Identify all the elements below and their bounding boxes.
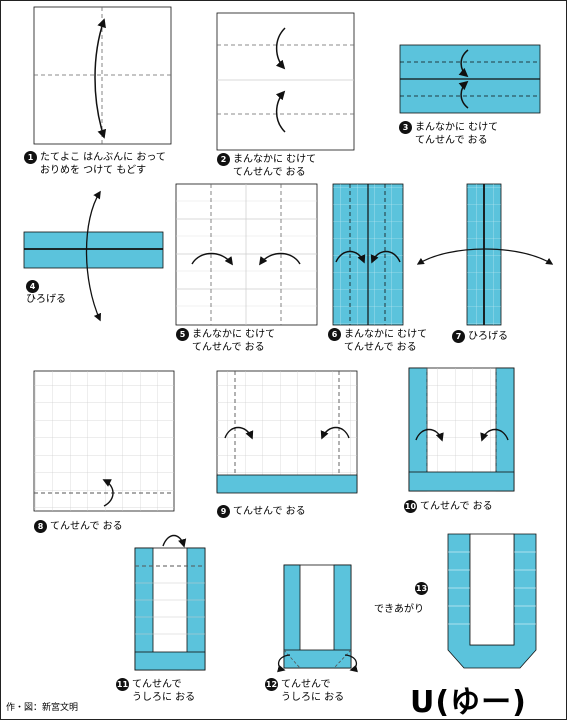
step-6-line-1: まんなかに むけて [344, 329, 428, 340]
step-3-line-1: まんなかに むけて [415, 122, 499, 133]
step-5-line-1: まんなかに むけて [192, 329, 276, 340]
step-9-diagram [216, 370, 358, 494]
step-3-line-2: てんせんで おる [415, 135, 488, 146]
step-1-line-1: たてよこ はんぶんに おって [40, 152, 166, 163]
step-12-number: 12 [265, 678, 278, 691]
step-6-number: 6 [328, 328, 341, 341]
step-12-line-2: うしろに おる [281, 692, 345, 703]
step-3-number: 3 [399, 121, 412, 134]
step-13-final-u [447, 533, 537, 669]
step-8-diagram [33, 370, 175, 512]
step-7-diagram [416, 183, 554, 326]
step-13-number: 13 [415, 582, 428, 595]
step-9-number: 9 [217, 505, 230, 518]
step-6-diagram [332, 183, 404, 326]
step-7-line-1: ひろげる [468, 331, 508, 342]
step-10-diagram [408, 367, 515, 492]
step-9-line-1: てんせんで おる [233, 506, 306, 517]
step-4-line-1: ひろげる [26, 294, 66, 305]
step-7-number: 7 [452, 330, 465, 343]
step-10-number: 10 [404, 500, 417, 513]
step-6-line-2: てんせんで おる [344, 342, 417, 353]
step-1-line-2: おりめを つけて もどす [40, 165, 147, 176]
step-2-line-2: てんせんで おる [233, 167, 306, 178]
step-11-line-2: うしろに おる [132, 692, 196, 703]
step-2-line-1: まんなかに むけて [233, 154, 317, 165]
step-4-diagram [23, 190, 164, 322]
step-5-number: 5 [176, 328, 189, 341]
step-10-line-1: てんせんで おる [420, 501, 493, 512]
step-11-number: 11 [116, 678, 129, 691]
step-4-number: 4 [26, 280, 39, 293]
step-2-number: 2 [217, 153, 230, 166]
step-13-caption: できあがり [374, 604, 424, 615]
step-1-diagram [33, 6, 172, 145]
credit-text: 作・図：新宮文明 [6, 703, 79, 713]
step-8-number: 8 [34, 520, 47, 533]
step-13-number-wrap: 13 [415, 582, 431, 595]
step-12-line-1: てんせんで [281, 679, 331, 690]
step-5-diagram [175, 183, 318, 326]
step-11-line-1: てんせんで [132, 679, 182, 690]
step-11-diagram [134, 534, 206, 671]
step-2-diagram [216, 12, 355, 151]
step-12-diagram [276, 564, 359, 673]
page-title: U(ゆー) [410, 685, 527, 720]
step-3-diagram [399, 44, 541, 114]
step-5-line-2: てんせんで おる [192, 342, 265, 353]
step-1-number: 1 [24, 151, 37, 164]
step-8-line-1: てんせんで おる [50, 521, 123, 532]
